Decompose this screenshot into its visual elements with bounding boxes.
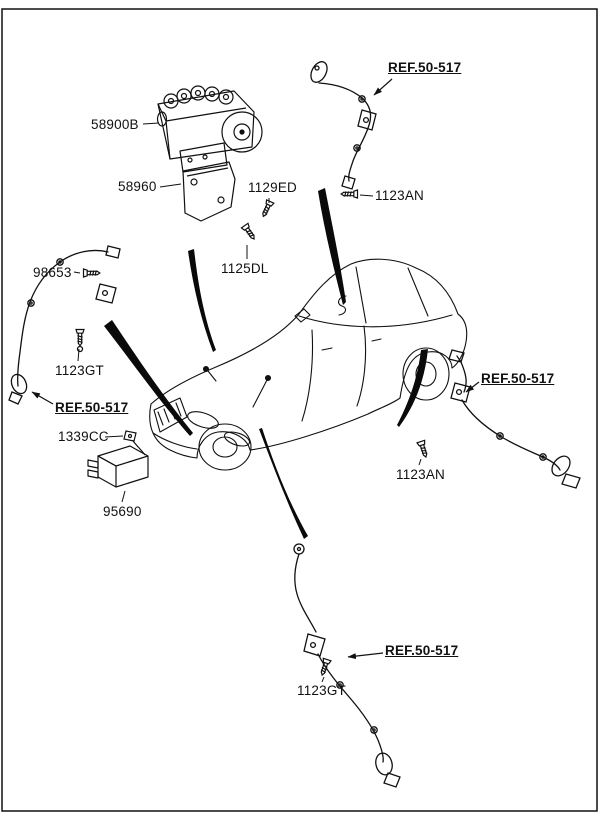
bolt-1123gt-left-drawing [75,328,85,347]
sensor-assembly-front-left [8,245,121,405]
abs-module-drawing [156,85,263,173]
ref-label-bottom[interactable]: REF.50-517 [385,643,459,658]
ref-arrows [31,78,480,660]
ecu-drawing [87,445,149,488]
headlight [187,411,219,429]
grille [153,397,188,433]
clip-1339cc-drawing [123,430,146,456]
car-body-outline [149,258,468,459]
bolt-1123an-right-drawing [416,439,431,459]
part-label-1125dl[interactable]: 1125DL [221,261,269,276]
mount-point-marks [202,295,347,408]
part-label-98653[interactable]: 98653 [33,265,72,280]
part-label-1123an-top[interactable]: 1123AN [375,188,424,203]
sensor-assembly-top-right [310,61,377,190]
bolt-1123an-top-drawing [340,189,359,199]
part-label-95690[interactable]: 95690 [103,504,142,519]
part-label-1123gt-left[interactable]: 1123GT [55,363,104,378]
sensor-assembly-bottom [293,543,401,788]
abs-bracket-drawing [182,161,236,222]
pointer-swooshes [104,188,428,539]
part-label-1339cc[interactable]: 1339CC [58,429,109,444]
part-label-58900b[interactable]: 58900B [91,117,139,132]
leader-lines [73,122,422,683]
bolt-1129ed-drawing [259,199,275,219]
front-wheel [198,423,252,471]
ref-label-top[interactable]: REF.50-517 [388,60,462,75]
part-label-1123gt-bottom[interactable]: 1123GT [297,683,346,698]
bolt-1123gt-bottom-drawing [317,657,332,677]
part-label-1129ed[interactable]: 1129ED [248,180,297,195]
ref-label-left[interactable]: REF.50-517 [55,400,129,415]
part-label-1123an-right[interactable]: 1123AN [396,467,445,482]
page-border [1,8,598,812]
bolt-1125dl-drawing [240,222,258,242]
headlight-lower [223,431,251,447]
sensor-assembly-rear-right [448,349,581,489]
bolt-98653-drawing [82,268,101,278]
part-label-58960[interactable]: 58960 [118,179,157,194]
car-illustration [149,258,468,471]
ref-label-right[interactable]: REF.50-517 [481,371,555,386]
